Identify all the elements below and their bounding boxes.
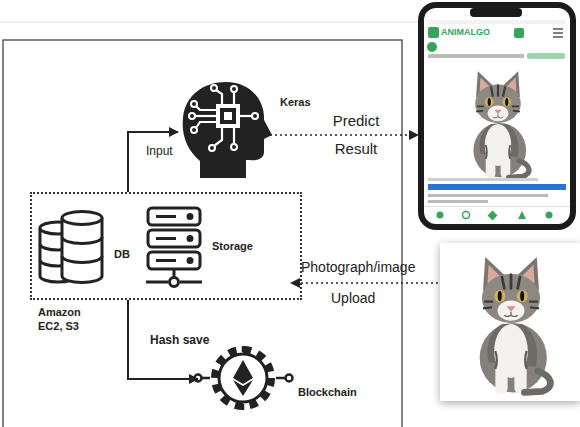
blockchain-icon — [195, 346, 293, 410]
arrow-label: Upload — [331, 290, 411, 306]
edge-label: Predict Result — [316, 107, 396, 163]
node-label: DB — [114, 248, 144, 262]
node-label: ANIMALGO — [441, 27, 511, 38]
input-arrow — [128, 132, 178, 192]
edge-label: Input — [146, 144, 196, 158]
node-label: Storage — [212, 240, 272, 254]
hash-save-arrow — [128, 300, 198, 379]
predict-arrow — [270, 134, 418, 136]
edge-label: Hash save — [150, 333, 230, 347]
top-rule — [0, 22, 420, 23]
photo-card — [440, 243, 580, 401]
node-label: Blockchain — [298, 386, 378, 400]
brain-icon — [183, 82, 272, 178]
storage-icon — [146, 208, 202, 287]
blockchain-node: Blockchain — [198, 344, 290, 414]
db-node: DB — [38, 212, 138, 292]
node-label: Amazon EC2, S3 — [38, 306, 94, 334]
cloud-group: Amazon EC2, S3DBStorage — [30, 192, 302, 300]
storage-node: Storage — [146, 206, 276, 288]
phone-mockup — [418, 2, 576, 230]
node-label: Keras — [280, 96, 340, 110]
outer-frame — [3, 40, 402, 427]
upload-arrow — [290, 278, 438, 288]
database-icon — [40, 212, 102, 283]
phone-node: ANIMALGO — [418, 2, 576, 230]
arrow-label: Photograph/image — [301, 259, 431, 275]
keras-node: Keras — [178, 80, 270, 180]
